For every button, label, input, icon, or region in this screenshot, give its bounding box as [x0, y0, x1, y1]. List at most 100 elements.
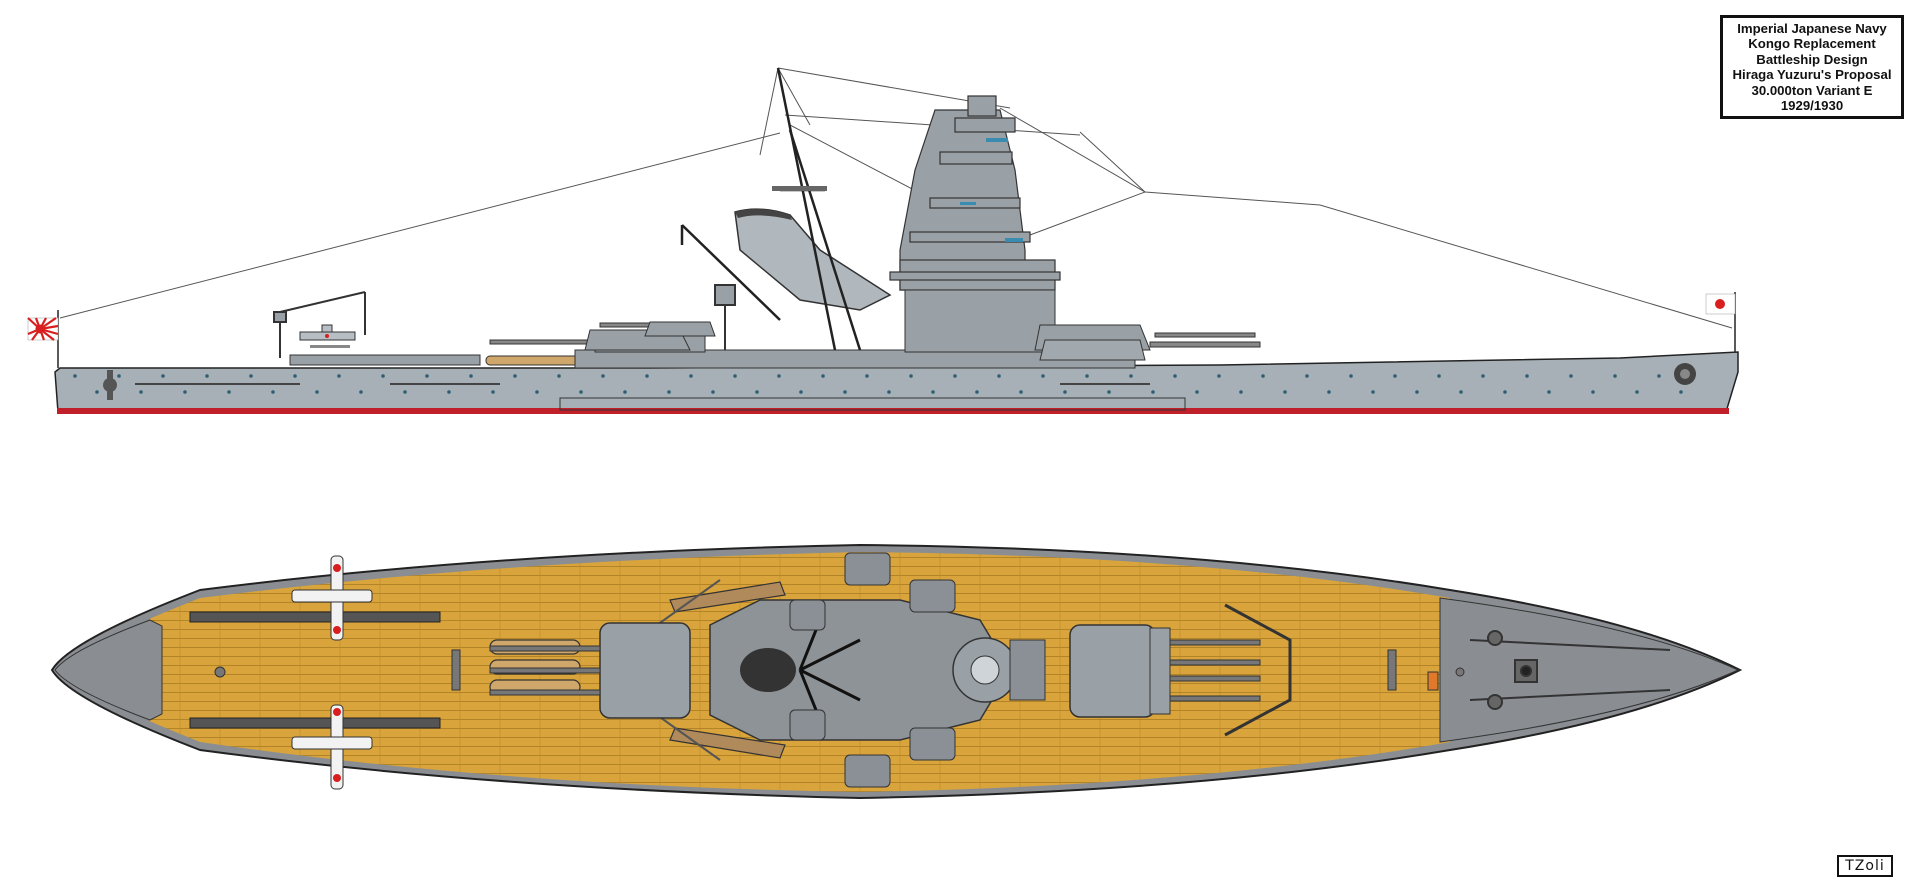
- porthole: [1019, 390, 1023, 394]
- stern-crane: [273, 291, 366, 358]
- rigging-wires: [59, 67, 1733, 329]
- porthole: [1525, 374, 1529, 378]
- porthole: [1173, 374, 1177, 378]
- porthole: [1679, 390, 1683, 394]
- porthole: [1635, 390, 1639, 394]
- aft-main-turret-side-2: [599, 321, 716, 337]
- catapult-rail-side: [289, 354, 481, 366]
- porthole: [799, 390, 803, 394]
- boat-deck-boat: [485, 355, 582, 366]
- porthole: [315, 390, 319, 394]
- porthole: [645, 374, 649, 378]
- porthole: [953, 374, 957, 378]
- funnel-cap: [735, 209, 792, 220]
- breakwater: [1224, 603, 1292, 737]
- armor-belt: [559, 397, 1186, 411]
- title-line-4: Hiraga Yuzuru's Proposal: [1732, 67, 1892, 82]
- bow-steel-deck: [1439, 597, 1740, 743]
- porthole: [1151, 390, 1155, 394]
- pagoda-bridge-tower: [889, 95, 1061, 291]
- porthole: [689, 374, 693, 378]
- title-line-3: Battleship Design: [1756, 51, 1868, 67]
- porthole: [887, 390, 891, 394]
- porthole: [1349, 374, 1353, 378]
- catapult-starboard: [189, 717, 441, 729]
- porthole: [865, 374, 869, 378]
- side-profile-view: [27, 67, 1739, 414]
- porthole: [1327, 390, 1331, 394]
- porthole: [557, 374, 561, 378]
- secondary-turrets-plan: [789, 552, 956, 788]
- porthole: [249, 374, 253, 378]
- porthole: [711, 390, 715, 394]
- porthole: [1459, 390, 1463, 394]
- porthole: [931, 390, 935, 394]
- porthole: [777, 374, 781, 378]
- floatplane-plan-port: [291, 555, 373, 641]
- porthole: [975, 390, 979, 394]
- title-line-1: Imperial Japanese Navy: [1737, 20, 1887, 36]
- porthole: [227, 390, 231, 394]
- porthole: [1613, 374, 1617, 378]
- porthole: [1547, 390, 1551, 394]
- porthole: [117, 374, 121, 378]
- deck-fittings: [214, 649, 1465, 691]
- floatplane-side: [299, 324, 356, 348]
- porthole: [1305, 374, 1309, 378]
- porthole: [337, 374, 341, 378]
- title-line-5: 30.000ton Variant E: [1751, 82, 1873, 98]
- porthole: [139, 390, 143, 394]
- forward-main-turret-a-plan: [1149, 627, 1261, 715]
- porthole: [1437, 374, 1441, 378]
- portholes-row: [73, 374, 1683, 394]
- porthole: [359, 390, 363, 394]
- rising-sun-ensign-icon: [27, 310, 59, 368]
- hinomaru-jack-icon: [1705, 292, 1736, 352]
- porthole: [381, 374, 385, 378]
- porthole: [1041, 374, 1045, 378]
- porthole: [425, 374, 429, 378]
- forward-superstructure: [904, 289, 1056, 353]
- porthole: [95, 390, 99, 394]
- porthole: [1657, 374, 1661, 378]
- porthole: [183, 390, 187, 394]
- porthole: [73, 374, 77, 378]
- aft-main-turret-plan: [489, 622, 691, 719]
- main-mast: [680, 67, 862, 351]
- porthole: [469, 374, 473, 378]
- artist-signature: TZoli: [1837, 855, 1893, 877]
- porthole: [403, 390, 407, 394]
- porthole: [1481, 374, 1485, 378]
- forward-main-turret-a-side: [1039, 332, 1256, 361]
- porthole: [733, 374, 737, 378]
- porthole: [271, 390, 275, 394]
- porthole: [667, 390, 671, 394]
- bridge-windows: [960, 138, 1023, 242]
- catapult-port: [189, 611, 441, 623]
- porthole: [1239, 390, 1243, 394]
- porthole: [513, 374, 517, 378]
- funnel-side: [734, 208, 892, 311]
- porthole: [1591, 390, 1595, 394]
- porthole: [601, 374, 605, 378]
- floatplane-plan-starboard: [291, 704, 373, 790]
- porthole: [909, 374, 913, 378]
- porthole: [1129, 374, 1133, 378]
- bridge-top-plan: [952, 637, 1046, 703]
- porthole: [843, 390, 847, 394]
- porthole: [1063, 390, 1067, 394]
- porthole: [1371, 390, 1375, 394]
- porthole: [491, 390, 495, 394]
- title-block: Imperial Japanese Navy Kongo Replacement…: [1720, 15, 1904, 119]
- porthole: [997, 374, 1001, 378]
- chrysanthemum-crest-icon: [1674, 363, 1696, 385]
- porthole: [293, 374, 297, 378]
- porthole: [1085, 374, 1089, 378]
- porthole: [1393, 374, 1397, 378]
- porthole: [623, 390, 627, 394]
- bow-anchor-gear: [1469, 630, 1671, 710]
- forward-main-turret-b-plan: [1069, 624, 1156, 718]
- porthole: [205, 374, 209, 378]
- porthole: [579, 390, 583, 394]
